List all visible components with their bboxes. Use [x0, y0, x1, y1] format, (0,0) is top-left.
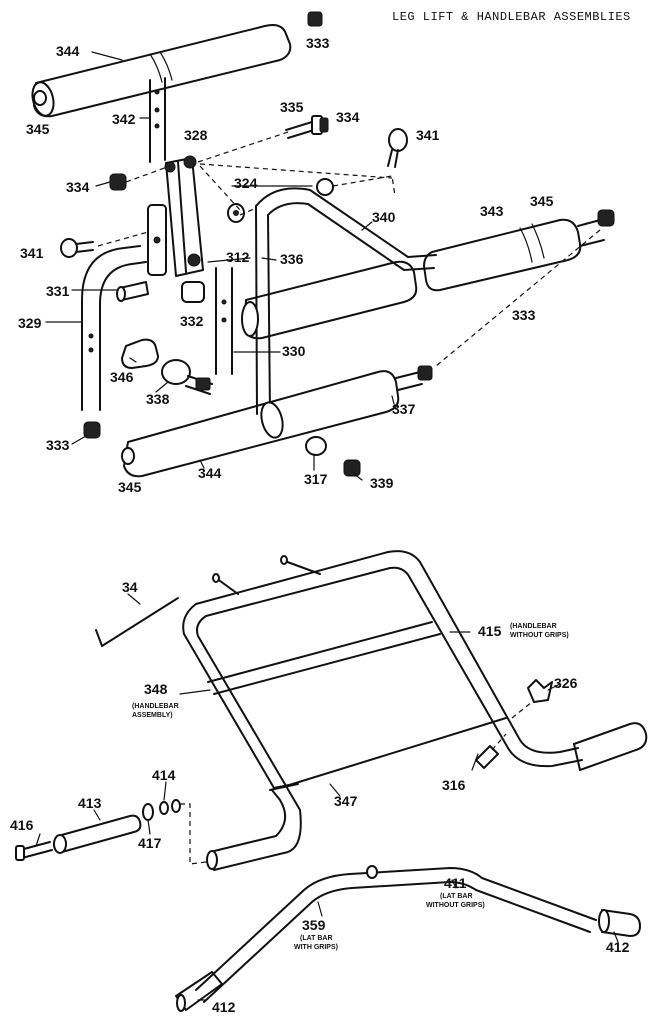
part-label-336: 336 — [280, 251, 304, 267]
frame-pins — [212, 555, 321, 595]
note-415-line2: WITHOUT GRIPS) — [510, 632, 569, 639]
lat-bar-411 — [175, 865, 597, 1012]
diagram-title: LEG LIFT & HANDLEBAR ASSEMBLIES — [392, 10, 631, 24]
end-cap-333 — [83, 421, 101, 439]
part-label-333-right: 333 — [512, 307, 536, 323]
part-label-328: 328 — [184, 127, 208, 143]
part-label-331: 331 — [46, 283, 70, 299]
part-label-341-left: 341 — [20, 245, 44, 261]
part-label-337: 337 — [392, 401, 416, 417]
part-label-339: 339 — [370, 475, 394, 491]
part-label-346: 346 — [110, 369, 134, 385]
knob-334 — [109, 173, 127, 191]
bolt-416 — [15, 841, 53, 861]
curved-tube-329 — [81, 245, 147, 411]
part-label-359: 359 — [302, 917, 326, 933]
pivot-bracket-328 — [147, 155, 204, 277]
part-label-416: 416 — [10, 817, 34, 833]
part-label-34: 34 — [122, 579, 138, 595]
part-label-338: 338 — [146, 391, 170, 407]
main-frame-340 — [255, 187, 437, 415]
part-label-333-bottom: 333 — [46, 437, 70, 453]
note-359-line2: WITH GRIPS) — [294, 944, 338, 951]
part-label-330: 330 — [282, 343, 306, 359]
part-label-342: 342 — [112, 111, 136, 127]
note-411-line2: WITHOUT GRIPS) — [426, 902, 485, 909]
note-348-line2: ASSEMBLY) — [132, 712, 173, 719]
part-label-345: 345 — [26, 121, 50, 137]
part-label-344-bottom: 344 — [198, 465, 222, 481]
washer-317 — [305, 436, 327, 456]
part-label-411: 411 — [444, 875, 467, 891]
part-label-412-right: 412 — [606, 939, 630, 955]
quick-pin-341 — [387, 128, 408, 168]
part-label-340: 340 — [372, 209, 396, 225]
bolt-316 — [471, 733, 507, 771]
assembly-line-326 — [511, 701, 533, 719]
right-roller-343 — [423, 209, 615, 292]
part-label-341: 341 — [416, 127, 440, 143]
part-label-343: 343 — [480, 203, 504, 219]
handlebar-frame-415 — [182, 550, 583, 871]
part-label-333: 333 — [306, 35, 330, 51]
part-label-326: 326 — [554, 675, 578, 691]
brackets-346-338 — [121, 338, 213, 395]
note-359-line1: (LAT BAR — [300, 935, 333, 942]
part-label-332: 332 — [180, 313, 204, 329]
bolt-335 — [285, 115, 329, 139]
hex-key-34 — [95, 597, 179, 647]
pin-341-left — [60, 238, 94, 258]
part-label-412-left: 412 — [212, 999, 236, 1015]
grip-413 — [53, 814, 142, 854]
note-348-line1: (HANDLEBAR — [132, 703, 179, 710]
leader-lines-lower — [35, 593, 619, 1001]
part-label-413: 413 — [78, 795, 102, 811]
lower-roller-344 — [121, 365, 433, 478]
top-roller-pad — [31, 11, 323, 118]
center-roller-336 — [241, 260, 418, 340]
part-label-345-right: 345 — [530, 193, 554, 209]
part-label-345-bottom: 345 — [118, 479, 142, 495]
knob-326 — [527, 679, 553, 703]
part-label-324: 324 — [234, 175, 258, 191]
washer-417 — [142, 803, 154, 821]
note-415-line1: (HANDLEBAR — [510, 623, 557, 630]
assembly-lines-upper — [97, 131, 601, 367]
washer-414a — [159, 801, 169, 815]
part-label-312: 312 — [226, 249, 250, 265]
part-label-329: 329 — [18, 315, 42, 331]
part-label-415: 415 — [478, 623, 502, 639]
leader-lines-upper — [45, 51, 395, 481]
part-label-348: 348 — [144, 681, 168, 697]
right-grip — [573, 722, 648, 771]
part-label-417: 417 — [138, 835, 162, 851]
washer-414b — [171, 799, 181, 813]
leg-lift-assembly: 344 333 345 342 335 334 328 341 334 324 … — [18, 11, 615, 495]
upright-tube-342 — [149, 77, 166, 163]
note-411-line1: (LAT BAR — [440, 893, 473, 900]
nut-339 — [343, 459, 361, 477]
part-label-334: 334 — [336, 109, 360, 125]
assembly-line-413 — [180, 803, 207, 865]
bushings-331-332 — [116, 281, 205, 303]
vertical-tube-330 — [215, 267, 233, 375]
handlebar-assembly: 34 415 (HANDLEBAR WITHOUT GRIPS) 348 (HA… — [10, 550, 648, 1015]
part-label-316: 316 — [442, 777, 466, 793]
washers-324 — [227, 178, 334, 223]
part-label-344: 344 — [56, 43, 80, 59]
part-label-347: 347 — [334, 793, 358, 809]
end-cap-412 — [598, 909, 641, 937]
part-label-414: 414 — [152, 767, 176, 783]
part-label-335: 335 — [280, 99, 304, 115]
part-label-317: 317 — [304, 471, 328, 487]
part-label-334-left: 334 — [66, 179, 90, 195]
